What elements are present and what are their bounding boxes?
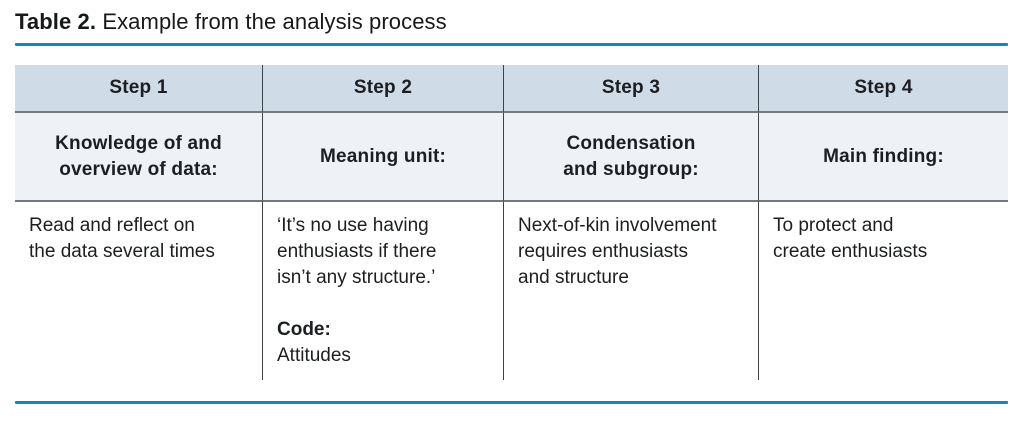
body-cell: ‘It’s no use having enthusiasts if there… (262, 202, 503, 380)
code-label: Code: (277, 319, 331, 340)
step-header-cell: Step 3 (503, 65, 758, 113)
bottom-rule (15, 401, 1008, 404)
top-rule (15, 43, 1008, 46)
category-header-cell: Main finding: (758, 113, 1008, 202)
body-cell: Next-of-kin involvement requires enthusi… (503, 202, 758, 380)
category-header-cell: Meaning unit: (262, 113, 503, 202)
step-header-cell: Step 4 (758, 65, 1008, 113)
code-block: Code: Attitudes (277, 317, 489, 369)
step-header-cell: Step 1 (15, 65, 262, 113)
quote-text: ‘It’s no use having enthusiasts if there… (277, 215, 437, 288)
category-header-cell: Knowledge of and overview of data: (15, 113, 262, 202)
table-caption-text: Example from the analysis process (102, 9, 447, 34)
table-caption: Table 2. Example from the analysis proce… (15, 7, 1008, 36)
table-caption-label: Table 2. (15, 9, 97, 34)
body-cell: To protect and create enthusiasts (758, 202, 1008, 380)
body-cell-text: Next-of-kin involvement requires enthusi… (518, 215, 717, 288)
code-value: Attitudes (277, 345, 351, 366)
body-cell-text: To protect and create enthusiasts (773, 215, 928, 262)
body-cell-text: Read and reflect on the data several tim… (29, 215, 215, 262)
analysis-table: Step 1 Step 2 Step 3 Step 4 Knowledge of… (15, 65, 1008, 380)
category-header-cell: Condensation and subgroup: (503, 113, 758, 202)
step-header-cell: Step 2 (262, 65, 503, 113)
body-cell: Read and reflect on the data several tim… (15, 202, 262, 380)
